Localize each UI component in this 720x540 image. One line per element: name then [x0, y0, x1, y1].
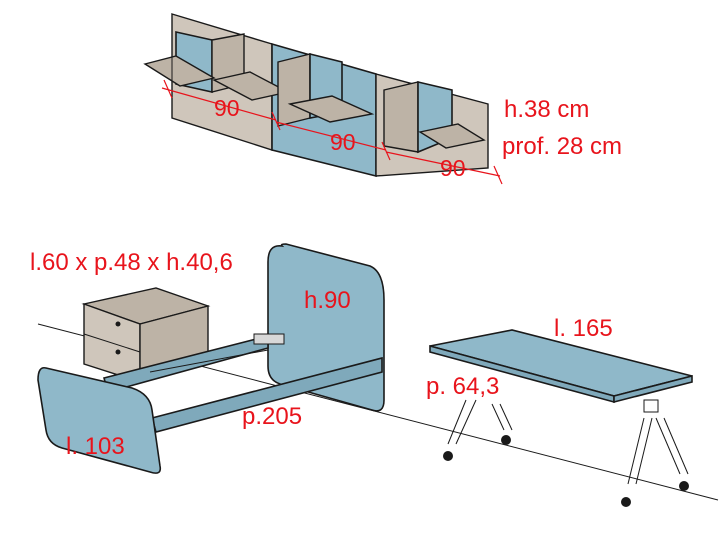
caster-wheel-3	[621, 497, 631, 507]
bed-width-label: l. 103	[66, 433, 125, 460]
nightstand-dimension-label: l.60 x p.48 x h.40,6	[30, 249, 233, 276]
shelf-depth-label: prof. 28 cm	[502, 133, 622, 160]
shelf-width-label-1: 90	[214, 95, 240, 121]
shelf-width-label-2: 90	[330, 129, 356, 155]
bed-length-label: p.205	[242, 403, 302, 430]
headboard-height-label: h.90	[304, 287, 351, 314]
shelf-dimension-lines	[161, 79, 503, 185]
bed	[37, 243, 385, 474]
desk-casters	[443, 435, 689, 507]
shelf-height-label: h.38 cm	[504, 96, 589, 123]
wall-shelf-unit	[143, 13, 489, 178]
shelf-board-right	[418, 123, 486, 149]
desk-depth-label: p. 64,3	[426, 373, 499, 400]
caster-wheel-1	[443, 451, 453, 461]
bed-footboard	[37, 366, 162, 474]
caster-wheel-4	[679, 481, 689, 491]
desk	[429, 329, 693, 507]
caster-wheel-2	[501, 435, 511, 445]
desk-length-label: l. 165	[554, 315, 613, 342]
shelf-board-middle	[287, 95, 375, 123]
shelf-box-middle-front	[277, 53, 311, 127]
shelf-width-label-3: 90	[440, 155, 466, 181]
shelf-board-left	[143, 55, 216, 87]
shelf-box-right-front	[383, 81, 419, 153]
desk-legs	[447, 399, 689, 485]
